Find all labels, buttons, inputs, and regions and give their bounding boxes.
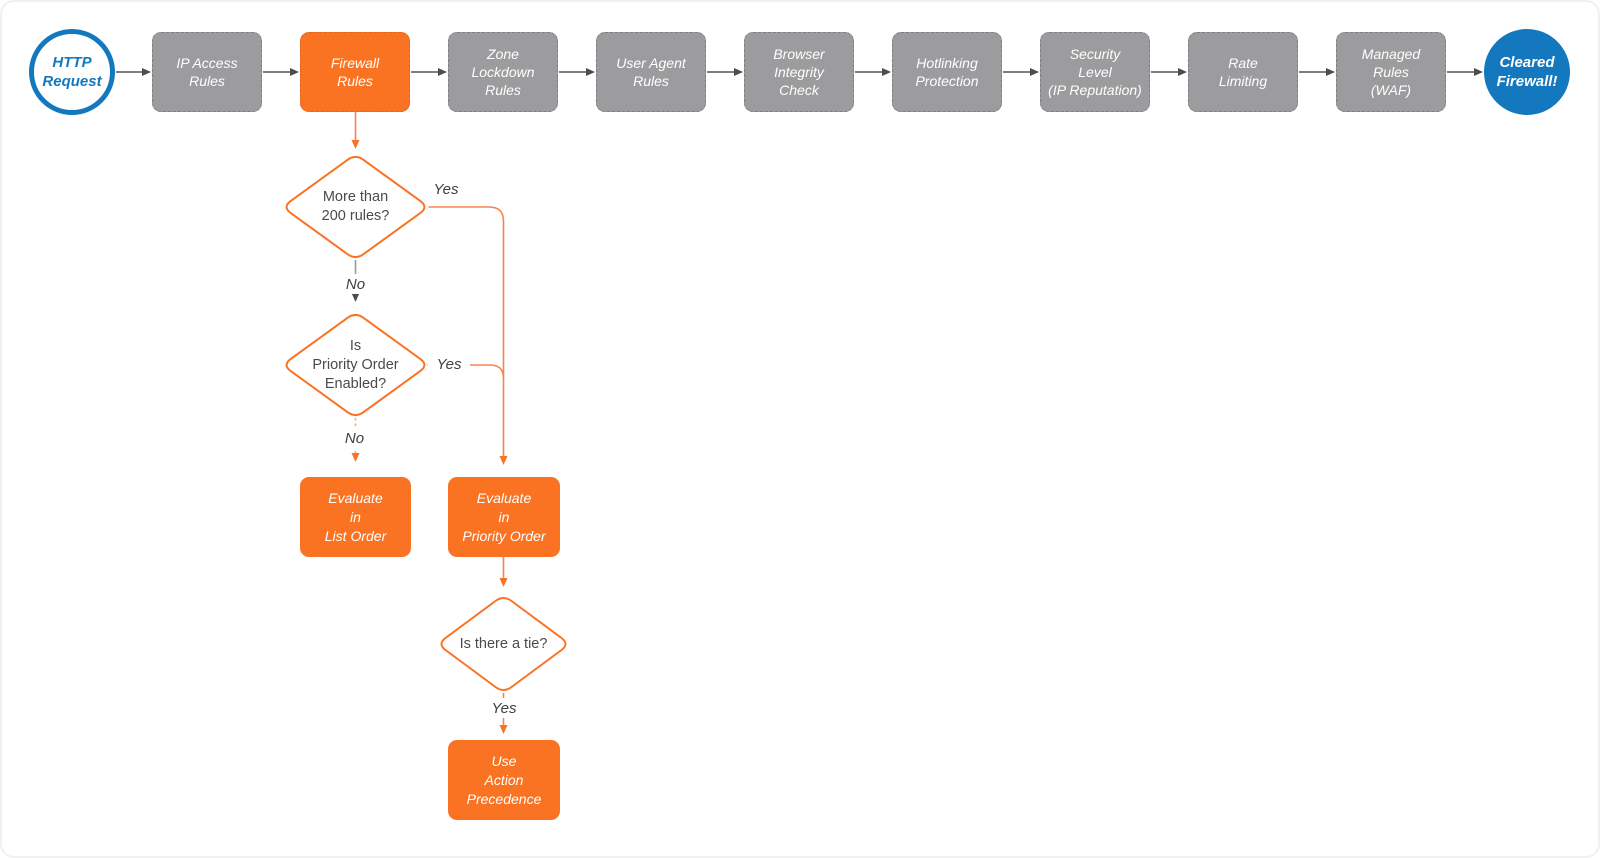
node-rate-limiting-label: Rate Limiting — [1218, 55, 1268, 89]
node-hotlinking-protection-label: Hotlinking Protection — [915, 55, 979, 89]
node-evaluate-list-order-label: Evaluate in List Order — [324, 489, 387, 544]
decision-rule-count-text: More than 200 rules? — [321, 189, 390, 224]
decision-rule-count-shape — [285, 155, 426, 259]
edge-label-yes-rule-count: Yes — [425, 179, 467, 199]
decision-priority-order-label: Is Priority Order Enabled? — [293, 332, 418, 398]
decision-rule-count-label: More than 200 rules? — [293, 174, 418, 240]
node-browser-integrity-check: Browser Integrity Check — [744, 32, 854, 112]
node-use-action-precedence-label: Use Action Precedence — [466, 752, 542, 807]
node-managed-rules-waf: Managed Rules (WAF) — [1336, 32, 1446, 112]
node-http-request: HTTP Request — [29, 29, 115, 115]
node-firewall-rules-label: Firewall Rules — [330, 55, 380, 89]
node-cleared-firewall: Cleared Firewall! — [1484, 29, 1570, 115]
decision-priority-order-shape — [285, 313, 426, 417]
node-user-agent-rules-label: User Agent Rules — [616, 55, 686, 89]
decision-tie-label: Is there a tie? — [441, 624, 566, 664]
node-browser-integrity-check-label: Browser Integrity Check — [773, 46, 825, 98]
decision-tie-text: Is there a tie? — [459, 635, 548, 652]
node-evaluate-priority-order-label: Evaluate in Priority Order — [462, 489, 546, 544]
node-use-action-precedence: Use Action Precedence — [448, 740, 560, 820]
node-ip-access-rules: IP Access Rules — [152, 32, 262, 112]
edge-label-yes-tie: Yes — [483, 698, 525, 718]
edge-label-no-priority-order: No — [336, 428, 373, 448]
node-ip-access-rules-label: IP Access Rules — [176, 55, 238, 89]
node-zone-lockdown-rules-label: Zone Lockdown Rules — [471, 46, 535, 98]
node-firewall-rules: Firewall Rules — [300, 32, 410, 112]
decision-tie-shape — [440, 597, 567, 691]
decision-priority-order-text: Is Priority Order Enabled? — [312, 337, 399, 392]
node-evaluate-priority-order: Evaluate in Priority Order — [448, 477, 560, 557]
node-managed-rules-waf-label: Managed Rules (WAF) — [1361, 46, 1421, 98]
node-security-level-label: Security Level (IP Reputation) — [1048, 46, 1142, 98]
edge-label-yes-priority-order: Yes — [428, 354, 470, 374]
node-evaluate-list-order: Evaluate in List Order — [300, 477, 411, 557]
node-user-agent-rules: User Agent Rules — [596, 32, 706, 112]
node-rate-limiting: Rate Limiting — [1188, 32, 1298, 112]
edge-label-no-rule-count: No — [337, 274, 374, 294]
node-hotlinking-protection: Hotlinking Protection — [892, 32, 1002, 112]
node-security-level: Security Level (IP Reputation) — [1040, 32, 1150, 112]
node-http-request-label: HTTP Request — [42, 54, 102, 90]
node-cleared-firewall-label: Cleared Firewall! — [1496, 54, 1558, 90]
node-zone-lockdown-rules: Zone Lockdown Rules — [448, 32, 558, 112]
